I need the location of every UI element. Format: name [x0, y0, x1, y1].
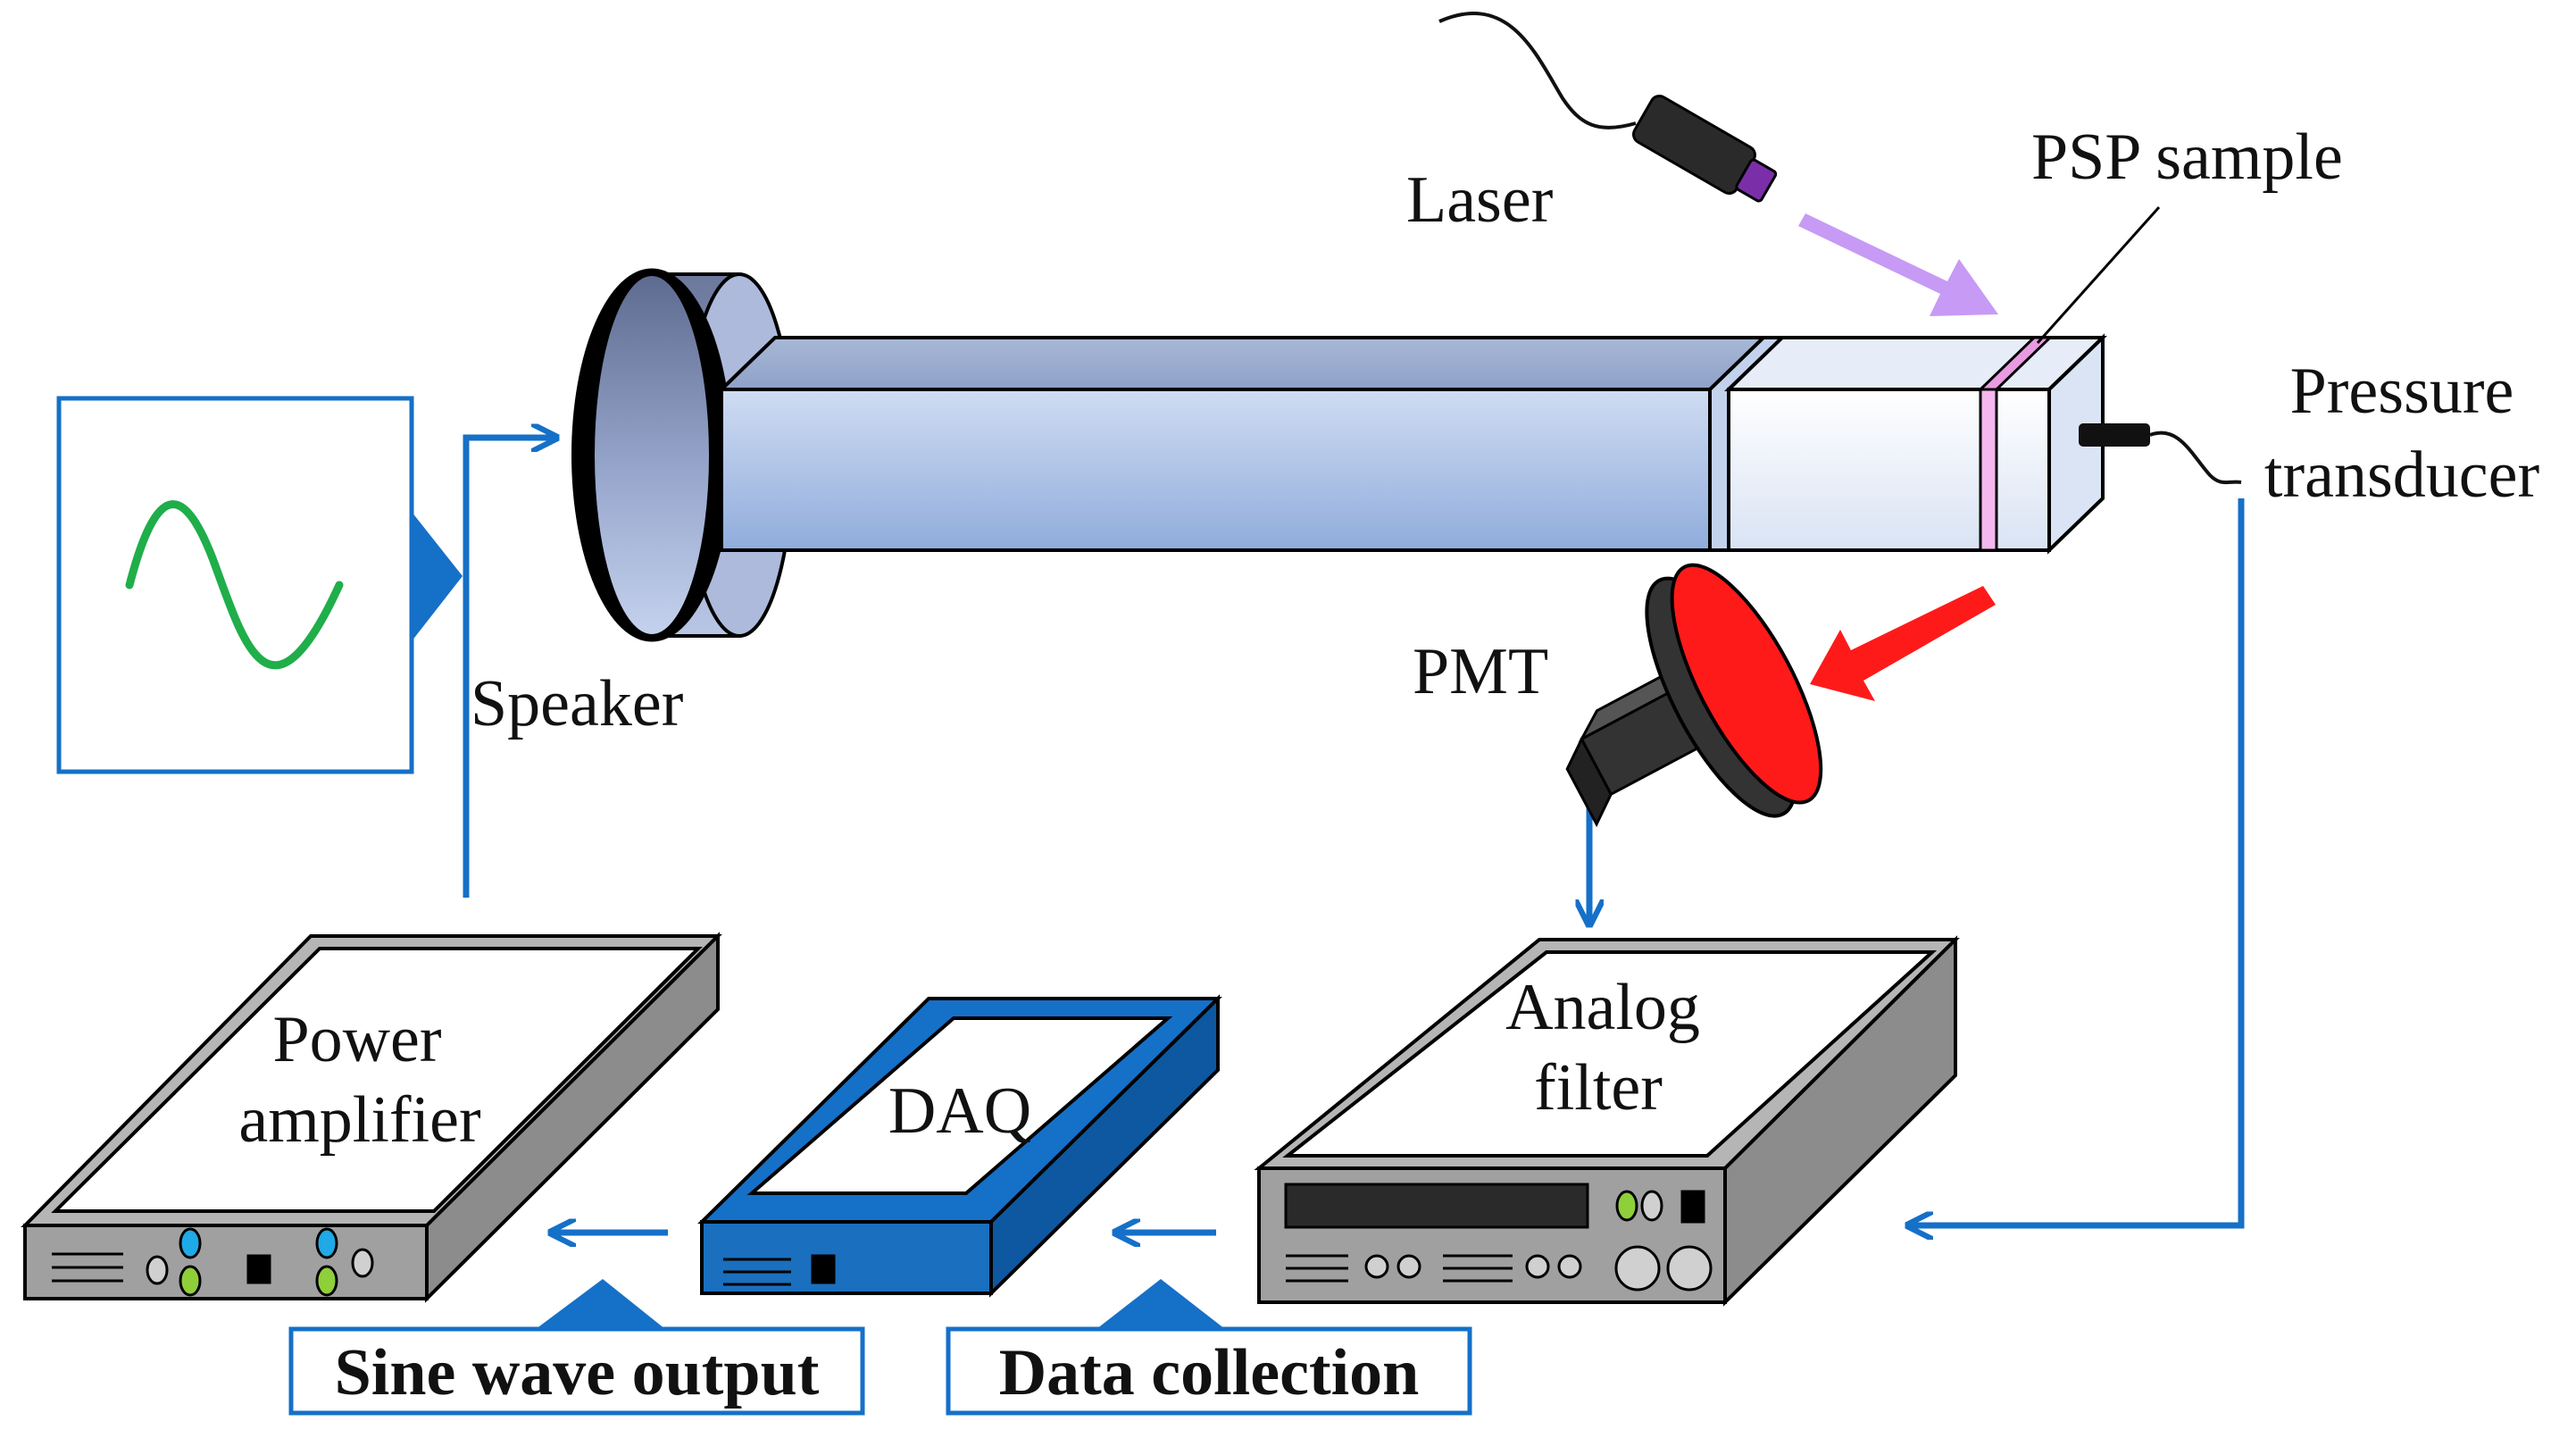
- laser-beam-arrow: [1798, 213, 1998, 316]
- pmt-window: [1670, 563, 1823, 805]
- pressure-label: Pressure: [2290, 355, 2514, 428]
- function-generator-box: [56, 396, 414, 774]
- analog-filter: [1254, 935, 1960, 1307]
- psp-sample-leader: [2036, 205, 2161, 345]
- callout-data-collection: Data collection: [946, 1279, 1472, 1416]
- daq-label: DAQ: [888, 1074, 1031, 1148]
- pmt-label: PMT: [1413, 635, 1548, 708]
- amp-green-led-2: [315, 1265, 338, 1297]
- connectors: [463, 438, 2245, 1233]
- tube-front-face: [720, 388, 1730, 552]
- sine-wave-icon: [125, 500, 344, 670]
- analog-filter-label-1: Analog: [1505, 971, 1700, 1044]
- transducer-to-filter-line: [1911, 498, 2245, 1225]
- amp-blue-led: [179, 1227, 202, 1259]
- function-generator: [56, 396, 463, 774]
- filter-knob-2: [1364, 1254, 1389, 1279]
- callout-sine-box: [288, 1326, 865, 1416]
- psp-film-top: [1977, 336, 2054, 391]
- filter-display: [1284, 1183, 1589, 1229]
- callout-sine-wave-output: Sine wave output: [288, 1279, 865, 1416]
- filter-front-panel: [1284, 1183, 1713, 1292]
- pmt: [1565, 563, 1996, 828]
- callout-sine-pointer: [536, 1279, 665, 1329]
- amp-green-led: [179, 1265, 202, 1297]
- power-amplifier: [21, 932, 722, 1303]
- amp-knob-2: [351, 1248, 374, 1278]
- amp-front-panel: [52, 1227, 374, 1297]
- amp-knob: [146, 1255, 169, 1285]
- pmt-tube-end: [1565, 736, 1613, 828]
- laser: [1438, 12, 1998, 316]
- psp-film: [1979, 388, 1998, 552]
- daq-front-face: [700, 1220, 993, 1295]
- amplifier-to-speaker-line: [463, 438, 554, 898]
- function-generator-pointer: [412, 512, 463, 641]
- speaker-face: [591, 272, 713, 638]
- resonance-tube: [717, 333, 2242, 555]
- analog-filter-label-2: filter: [1534, 1051, 1663, 1124]
- glass-end-face: [2047, 333, 2105, 555]
- filter-knob-4: [1525, 1254, 1550, 1279]
- callout-data-box: [946, 1326, 1472, 1416]
- filter-screen: [1282, 950, 1938, 1158]
- amp-blue-led-2: [315, 1227, 338, 1259]
- daq-screen: [746, 1016, 1173, 1195]
- emission-arrow: [1810, 586, 1996, 701]
- filter-green-led: [1615, 1190, 1638, 1222]
- transducer-cable: [2149, 431, 2242, 485]
- callout-data-pointer: [1096, 1279, 1225, 1329]
- labels: Laser PSP sample Pressure transducer Spe…: [238, 121, 2539, 1157]
- daq-side-face: [989, 994, 1220, 1298]
- power-amplifier-label-1: Power: [272, 1003, 441, 1076]
- speaker-label: Speaker: [471, 667, 683, 740]
- amp-screen: [51, 947, 703, 1213]
- filter-dial: [1614, 1245, 1661, 1292]
- filter-knob-3: [1396, 1254, 1421, 1279]
- filter-switch: [1680, 1190, 1705, 1224]
- laser-tip: [1735, 158, 1778, 203]
- filter-side-face: [1723, 935, 1957, 1307]
- amp-switch: [246, 1254, 271, 1284]
- daq-switch: [811, 1254, 836, 1284]
- psp-sample-label: PSP sample: [2031, 121, 2343, 194]
- daq-front-panel: [723, 1254, 836, 1286]
- amp-side-face: [425, 932, 720, 1303]
- glass-top-face: [1724, 336, 2107, 391]
- power-amplifier-label-2: amplifier: [238, 1083, 480, 1157]
- filter-dial-2: [1666, 1245, 1713, 1292]
- filter-knob-5: [1557, 1254, 1582, 1279]
- transducer-label: transducer: [2264, 439, 2539, 512]
- glass-front-face: [1727, 388, 2051, 552]
- laser-cable: [1438, 12, 1637, 130]
- data-collection-label: Data collection: [999, 1336, 1420, 1409]
- laser-label: Laser: [1406, 163, 1553, 237]
- daq: [697, 994, 1222, 1298]
- filter-knob: [1640, 1190, 1663, 1222]
- transducer-body: [2079, 423, 2150, 447]
- sine-wave-output-label: Sine wave output: [335, 1336, 820, 1409]
- tube-top-face: [717, 336, 1787, 391]
